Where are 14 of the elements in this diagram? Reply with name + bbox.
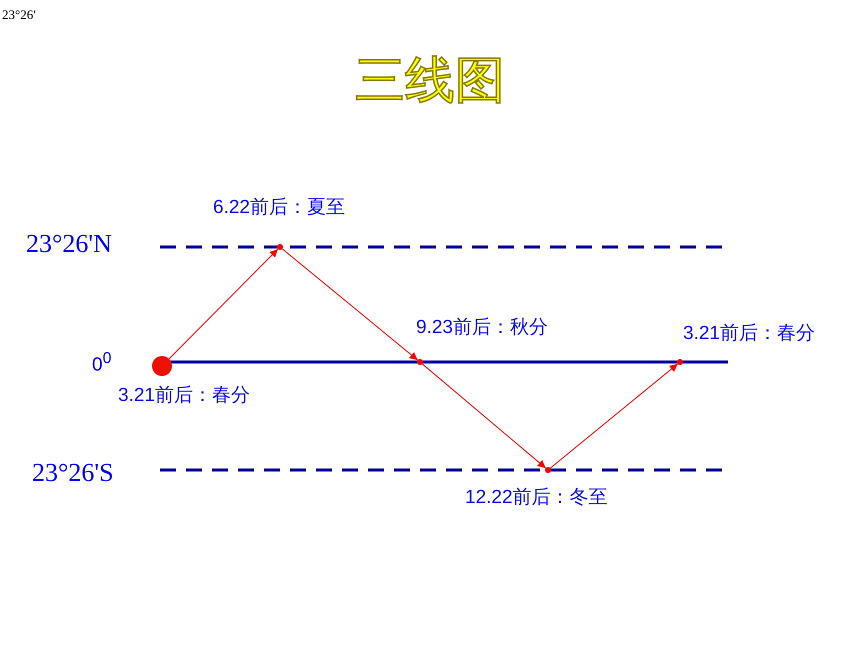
- angle-label: 23°26′: [2, 8, 36, 20]
- date-label: 12.22前后：冬至: [465, 488, 608, 506]
- arrow: [168, 248, 278, 360]
- latitude-label: 23°26'S: [32, 460, 114, 486]
- arrow: [550, 363, 678, 469]
- date-label: 3.21前后：春分: [118, 386, 250, 404]
- arrow: [422, 363, 546, 469]
- date-label: 9.23前后：秋分: [416, 318, 548, 336]
- title: 三线图: [355, 55, 505, 105]
- arrow: [282, 248, 418, 361]
- date-label: 3.21前后：春分: [683, 324, 815, 342]
- latitude-label: 23°26'N: [26, 231, 112, 257]
- date-label: 6.22前后：夏至: [213, 198, 345, 216]
- latitude-label: 0$^{0}$: [92, 350, 112, 374]
